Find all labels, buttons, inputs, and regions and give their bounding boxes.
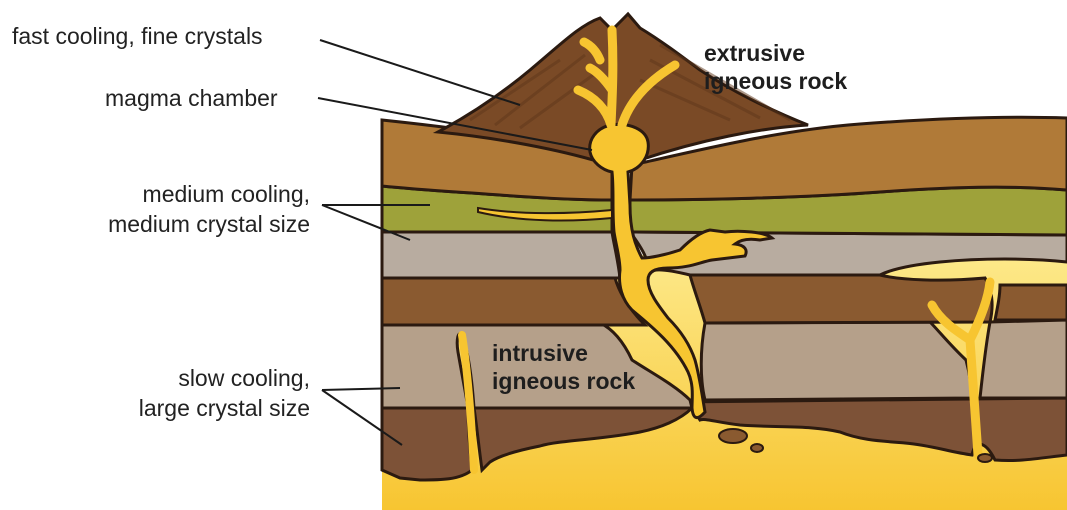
label-extrusive-line2: igneous rock xyxy=(704,68,847,95)
label-fast-cooling: fast cooling, fine crystals xyxy=(12,22,263,51)
label-extrusive-line1: extrusive xyxy=(704,40,805,67)
label-slow-cooling-line2: large crystal size xyxy=(139,394,310,423)
label-magma-chamber: magma chamber xyxy=(105,84,278,113)
label-medium-cooling-line1: medium cooling, xyxy=(143,180,310,209)
label-intrusive-line1: intrusive xyxy=(492,340,588,367)
brown-rock-layer xyxy=(382,275,1067,325)
rock-fragment-1 xyxy=(719,429,747,443)
label-medium-cooling-line2: medium crystal size xyxy=(108,210,310,239)
label-intrusive-line2: igneous rock xyxy=(492,368,635,395)
rock-fragment-3 xyxy=(978,454,992,462)
label-slow-cooling-line1: slow cooling, xyxy=(178,364,310,393)
rock-fragment-2 xyxy=(751,444,763,452)
leader-fast-cooling xyxy=(320,40,520,105)
